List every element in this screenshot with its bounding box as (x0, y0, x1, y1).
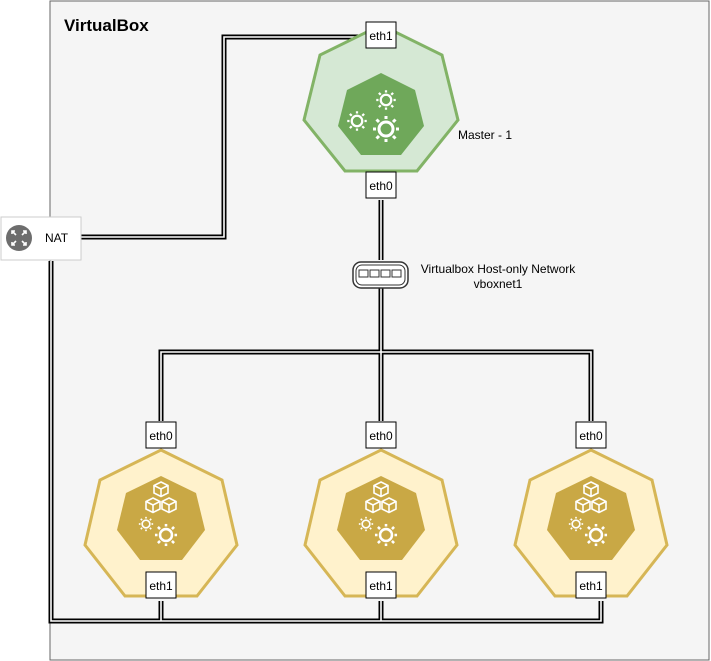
worker-2-inner-heptagon (337, 476, 425, 560)
master-eth1-port (365, 21, 397, 49)
container-title: VirtualBox (64, 16, 149, 35)
worker-2-eth0-port (365, 421, 397, 449)
worker-3-eth1-label: eth1 (579, 579, 603, 593)
network-label-line2: vboxnet1 (474, 277, 523, 291)
master-eth0-label: eth0 (369, 179, 393, 193)
master-eth1-label: eth1 (369, 29, 393, 43)
worker-2-eth1-port (365, 571, 397, 599)
connectors (48, 34, 604, 624)
worker-1-eth1-port (145, 571, 177, 599)
nat-router: NAT (0, 216, 82, 261)
worker-3-eth0-label: eth0 (579, 429, 603, 443)
switch-icon (352, 261, 409, 289)
worker-1-eth0-label: eth0 (149, 429, 173, 443)
worker-3-eth0-port (575, 421, 607, 449)
worker-1-eth0-port (145, 421, 177, 449)
network-label-line1: Virtualbox Host-only Network (421, 262, 577, 276)
master-label: Master - 1 (458, 128, 512, 142)
worker-1-eth1-label: eth1 (149, 579, 173, 593)
worker-node-1: eth0 eth1 (83, 421, 239, 599)
worker-2-eth1-label: eth1 (369, 579, 393, 593)
worker-3-eth1-port (575, 571, 607, 599)
master-inner-heptagon (338, 73, 424, 155)
worker-node-3: eth0 eth1 (513, 421, 669, 599)
master-node: Master - 1 eth1 eth0 (302, 21, 512, 199)
worker-2-eth0-label: eth0 (369, 429, 393, 443)
worker-3-inner-heptagon (547, 476, 635, 560)
nat-label: NAT (45, 231, 69, 245)
router-icon (6, 225, 32, 251)
worker-1-inner-heptagon (117, 476, 205, 560)
master-eth0-port (365, 171, 397, 199)
worker-node-2: eth0 eth1 (303, 421, 459, 599)
host-only-switch: Virtualbox Host-only Network vboxnet1 (352, 261, 577, 291)
